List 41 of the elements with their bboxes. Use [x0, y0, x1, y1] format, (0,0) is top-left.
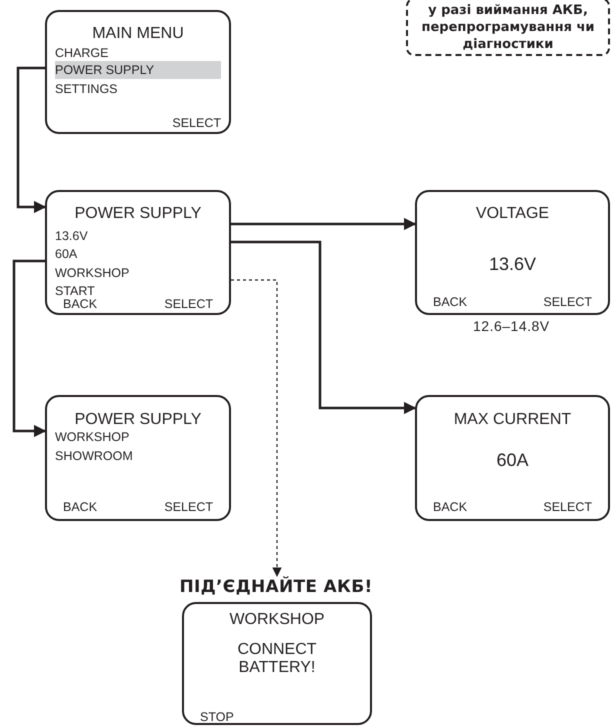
display-screen	[415, 190, 610, 315]
screen-title: WORKSHOP	[228, 612, 326, 628]
display-message: CONNECT BATTERY!	[236, 641, 318, 677]
menu-item: SHOWROOM	[55, 450, 133, 462]
softkey-label: BACK	[433, 296, 468, 308]
softkey-label: SELECT	[164, 298, 213, 310]
softkey-label: BACK	[63, 298, 98, 310]
display-value: 13.6V	[488, 255, 538, 273]
dashed-arrow	[231, 279, 282, 577]
highlighted-menu-item: POWER SUPPLY	[55, 60, 221, 80]
menu-item: 60A	[55, 248, 78, 260]
menu-item: START	[55, 284, 95, 298]
menu-item: WORKSHOP	[55, 266, 130, 280]
display-screen	[45, 190, 231, 315]
softkey-label: SELECT	[164, 500, 213, 514]
screen-title: POWER SUPPLY	[74, 206, 202, 222]
note-box: у разі виймання АКБ, перепрограмування чи діагностики	[406, 0, 610, 56]
softkey-label: SELECT	[543, 296, 592, 308]
arrow	[12, 260, 46, 438]
display-value: 60A	[495, 451, 530, 469]
softkey-label: BACK	[63, 500, 98, 514]
softkey-label: SELECT	[543, 500, 592, 514]
range-label: 12.6–14.8V	[473, 318, 550, 334]
softkey-label: BACK	[433, 500, 468, 514]
menu-item: 13.6V	[55, 230, 88, 242]
screen-title: VOLTAGE	[474, 206, 550, 222]
screen-title: POWER SUPPLY	[74, 412, 202, 428]
arrow	[231, 240, 416, 414]
softkey-label: SELECT	[172, 116, 221, 130]
display-screen	[415, 395, 610, 521]
menu-item: CHARGE	[55, 46, 108, 60]
screen-title: MAX CURRENT	[452, 412, 572, 428]
screen-title: MAIN MENU	[91, 26, 185, 42]
display-screen	[45, 395, 231, 521]
menu-item: SETTINGS	[55, 82, 118, 96]
arrow	[16, 66, 46, 214]
warning-heading: ПІД’ЄДНАЙТЕ АКБ!	[178, 576, 374, 598]
softkey-label: STOP	[200, 710, 234, 724]
menu-item: WORKSHOP	[55, 430, 130, 444]
display-screen	[45, 10, 231, 134]
arrow	[231, 218, 416, 230]
